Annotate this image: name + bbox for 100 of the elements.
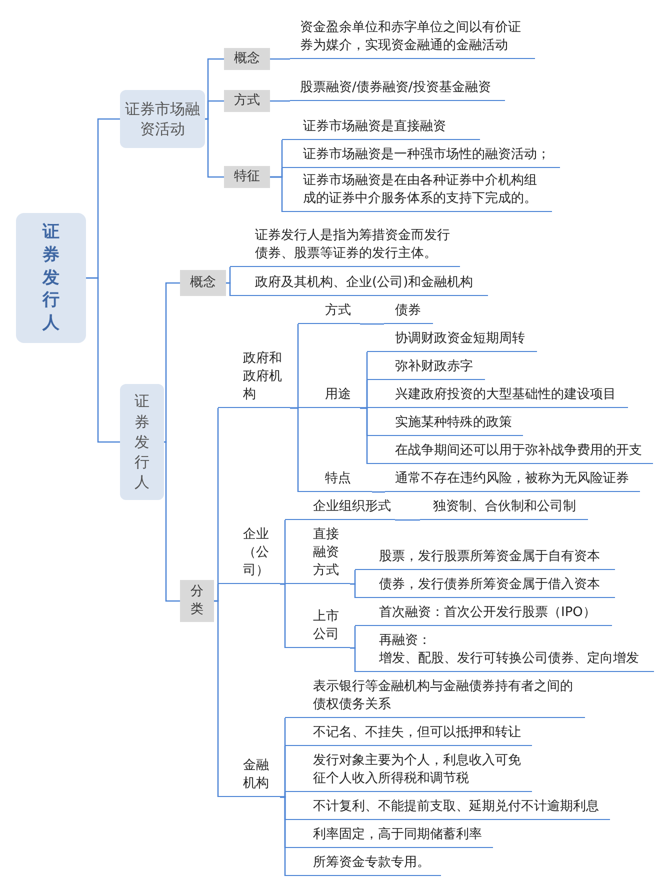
underlined-branch — [230, 227, 460, 267]
underlined-branch — [367, 386, 628, 408]
topic-text: 证券市场融资是一种强市场性的融资活动； — [303, 146, 551, 164]
connector-line — [214, 600, 219, 798]
underlined-branch — [285, 752, 532, 792]
underlined-branch — [290, 19, 535, 59]
underlined-branch — [285, 854, 441, 876]
underlined-branch — [218, 757, 280, 797]
underlined-branch — [355, 548, 615, 570]
root-topic-box — [16, 213, 86, 343]
connector-line — [395, 519, 421, 521]
connector-line — [290, 407, 299, 493]
topic-text: 证券市场融资是直接融资 — [303, 118, 447, 136]
topic-box — [180, 580, 214, 622]
connector-line — [280, 796, 286, 877]
underlined-branch — [285, 826, 493, 848]
underlined-branch — [285, 678, 585, 718]
topic-box — [120, 90, 205, 148]
connector-line — [164, 282, 180, 443]
underlined-branch — [285, 724, 532, 746]
topic-text: 在战争期间还可以用于弥补战争费用的开支 — [395, 442, 643, 460]
topic-text: 用途 — [325, 386, 352, 404]
underlined-branch — [282, 146, 560, 168]
topic-text: 特征 — [234, 168, 260, 186]
topic-text: 上市公司 — [313, 608, 339, 644]
underlined-branch — [367, 358, 485, 380]
topic-box — [120, 384, 164, 500]
topic-text: 概念 — [190, 274, 216, 292]
underlined-branch — [367, 442, 653, 464]
topic-text: 企业（公司） — [243, 526, 269, 580]
underlined-branch — [355, 576, 615, 598]
topic-text: 协调财政资金短期周转 — [395, 330, 526, 348]
connector-line — [280, 583, 286, 649]
topic-text: 实施某种特殊的政策 — [395, 414, 513, 432]
connector-line — [86, 277, 120, 443]
connector-line — [360, 407, 368, 465]
connector-line — [164, 441, 180, 602]
topic-text: 债券，发行债券所筹资金属于借入资本 — [379, 576, 601, 594]
topic-text: 兴建政府投资的大型基础性的建设项目 — [395, 386, 617, 404]
underlined-branch — [420, 498, 588, 520]
connector-line — [226, 282, 231, 297]
topic-box — [224, 48, 270, 70]
topic-text: 发行对象主要为个人，利息收入可免征个人收入所得税和调节税 — [313, 752, 521, 788]
topic-text: 增发、配股、发行可转换公司债券、定向增发 — [379, 650, 640, 668]
topic-box — [224, 90, 270, 112]
underlined-branch — [367, 330, 537, 352]
topic-box — [180, 270, 226, 296]
topic-text: 方式 — [325, 302, 352, 320]
topic-text: 证券发行人是指为筹措资金而发行债券、股票等证券的发行主体。 — [255, 227, 450, 263]
topic-text: 证券发行人 — [42, 220, 60, 336]
topic-text: 特点 — [325, 470, 352, 488]
topic-text: 表示银行等金融机构与金融债券持有者之间的债权债务关系 — [313, 678, 573, 714]
underlined-branch — [282, 118, 480, 140]
underlined-branch — [298, 386, 360, 408]
underlined-branch — [285, 608, 350, 648]
topic-text: 股票融资/债券融资/投资基金融资 — [300, 79, 492, 97]
topic-text: 政府和政府机构 — [243, 350, 282, 404]
topic-text: 债券 — [395, 302, 422, 320]
underlined-branch — [230, 274, 488, 296]
connector-line — [270, 58, 291, 60]
underlined-branch — [367, 414, 523, 436]
underlined-branch — [218, 350, 290, 408]
topic-text: 通常不存在违约风险，被称为无风险证券 — [395, 470, 630, 488]
topic-text: 再融资： — [379, 632, 432, 650]
topic-text: 概念 — [234, 50, 260, 68]
topic-text: 股票，发行股票所筹资金属于自有资本 — [379, 548, 601, 566]
topic-text: 证券市场融资活动 — [124, 98, 201, 140]
topic-text: 不记名、不挂失，但可以抵押和转让 — [313, 724, 522, 742]
topic-text: 弥补财政赤字 — [395, 358, 474, 376]
underlined-branch — [298, 302, 360, 324]
topic-text: 方式 — [234, 92, 260, 110]
topic-text: 独资制、合伙制和公司制 — [433, 498, 577, 516]
connector-line — [270, 100, 291, 102]
topic-text: 首次融资：首次公开发行股票（IPO） — [379, 604, 597, 622]
underlined-branch — [384, 302, 433, 324]
underlined-branch — [218, 526, 280, 584]
underlined-branch — [282, 172, 552, 212]
underlined-branch — [355, 632, 654, 672]
connector-line — [372, 491, 386, 493]
topic-text: 直接融资方式 — [313, 526, 339, 580]
topic-text: 所筹资金专款专用。 — [313, 854, 431, 872]
topic-text: 政府及其机构、企业(公司)和金融机构 — [255, 274, 474, 292]
topic-text: 金融机构 — [243, 757, 269, 793]
underlined-branch — [385, 470, 640, 492]
connector-line — [205, 100, 224, 120]
topic-text: 分类 — [190, 583, 204, 619]
topic-box — [224, 166, 270, 188]
underlined-branch — [298, 470, 372, 492]
connector-line — [360, 323, 385, 325]
underlined-branch — [285, 498, 395, 520]
topic-text: 不计复利、不能提前支取、延期兑付不计逾期利息 — [313, 798, 600, 816]
underlined-branch — [285, 526, 350, 584]
underlined-branch — [290, 79, 505, 101]
topic-text: 利率固定，高于同期储蓄利率 — [313, 826, 483, 844]
connector-line — [270, 176, 283, 213]
topic-text: 证券市场融资是在由各种证券中介机构组成的证券中介服务体系的支持下完成的。 — [303, 172, 537, 208]
connector-line — [350, 583, 356, 599]
connector-line — [350, 647, 356, 673]
connector-line — [205, 118, 224, 178]
underlined-branch — [355, 604, 612, 626]
